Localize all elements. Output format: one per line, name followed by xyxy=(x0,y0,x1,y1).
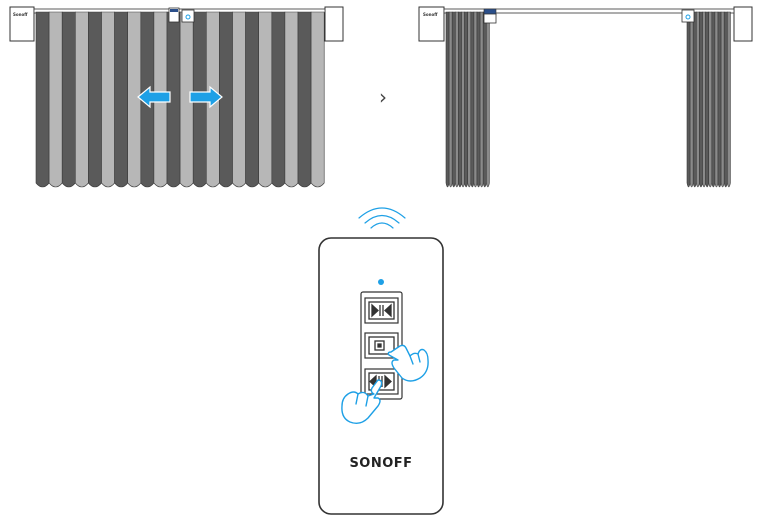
curtain-fold xyxy=(476,11,481,188)
left-wall-bracket-open xyxy=(418,6,445,42)
curtain-fold xyxy=(271,11,286,188)
curtain-fold xyxy=(689,11,694,188)
curtain-fold xyxy=(114,11,128,188)
curtain-folds-left-bunch xyxy=(445,11,490,188)
curtain-fold xyxy=(473,11,478,188)
curtain-fold xyxy=(219,11,233,188)
curtain-fold xyxy=(101,11,115,188)
curtain-fold xyxy=(705,11,709,188)
curtain-fold xyxy=(708,11,713,188)
curtain-fold xyxy=(723,11,728,188)
curtain-fold xyxy=(310,11,325,188)
right-wall-bracket-open xyxy=(733,6,753,42)
curtain-fold xyxy=(284,11,299,188)
curtain-fold xyxy=(451,11,456,188)
curtain-folds-right-bunch xyxy=(686,11,731,188)
curtain-rail-open xyxy=(443,8,735,14)
status-led xyxy=(378,279,384,285)
curtain-fold xyxy=(127,11,142,188)
stop-icon xyxy=(368,336,395,355)
curtain-fold xyxy=(232,11,246,188)
curtain-fold xyxy=(714,11,719,188)
pointing-hand-icon xyxy=(387,344,429,382)
curtain-fold xyxy=(467,11,472,188)
curtain-fold xyxy=(297,11,312,188)
curtain-fold xyxy=(696,11,700,188)
curtain-fold xyxy=(686,11,691,188)
curtain-fold xyxy=(258,11,273,188)
motor-unit-left xyxy=(483,8,497,24)
wireless-signal-icon xyxy=(358,207,406,229)
right-wall-bracket xyxy=(324,6,344,42)
curtain-fold xyxy=(458,11,462,188)
curtain-fold xyxy=(61,11,76,188)
transition-arrow-icon: › xyxy=(379,85,387,109)
curtain-fold xyxy=(727,11,731,188)
remote-control xyxy=(318,237,444,515)
curtain-fold xyxy=(482,11,487,188)
play-pause-icon xyxy=(368,301,395,320)
curtain-fold xyxy=(470,11,475,188)
open-close-button[interactable] xyxy=(364,297,399,324)
curtain-fold xyxy=(75,11,89,188)
curtain-fold xyxy=(464,11,468,188)
curtain-fold xyxy=(245,11,259,188)
curtain-fold xyxy=(445,11,450,188)
curtain-fold xyxy=(486,11,490,188)
pause-play-button[interactable] xyxy=(364,368,399,395)
curtain-fold xyxy=(479,11,484,188)
curtain-fold xyxy=(692,11,697,188)
motor-tag-right: Sonoff xyxy=(423,12,438,17)
motor-unit-right xyxy=(681,9,695,23)
open-right-arrow-icon xyxy=(189,85,223,109)
curtain-fold xyxy=(711,11,716,188)
curtain-fold xyxy=(699,11,703,188)
curtain-fold xyxy=(455,11,459,188)
curtain-fold xyxy=(702,11,706,188)
motor-tag-left: Sonoff xyxy=(13,12,28,17)
closed-curtain: Sonoff xyxy=(9,6,344,188)
curtain-fold xyxy=(717,11,722,188)
open-left-arrow-icon xyxy=(137,85,171,109)
pressing-hand-icon xyxy=(341,379,383,425)
opened-curtain: Sonoff xyxy=(418,6,753,188)
left-wall-bracket xyxy=(9,6,35,42)
curtain-folds xyxy=(35,11,325,188)
motor-unit xyxy=(168,7,195,23)
curtain-fold xyxy=(448,11,453,188)
curtain-fold xyxy=(48,11,63,188)
curtain-fold xyxy=(88,11,102,188)
sonoff-logo: SONOFF xyxy=(349,456,413,471)
curtain-fold xyxy=(720,11,725,188)
curtain-fold xyxy=(461,11,465,188)
curtain-fold xyxy=(35,11,50,188)
